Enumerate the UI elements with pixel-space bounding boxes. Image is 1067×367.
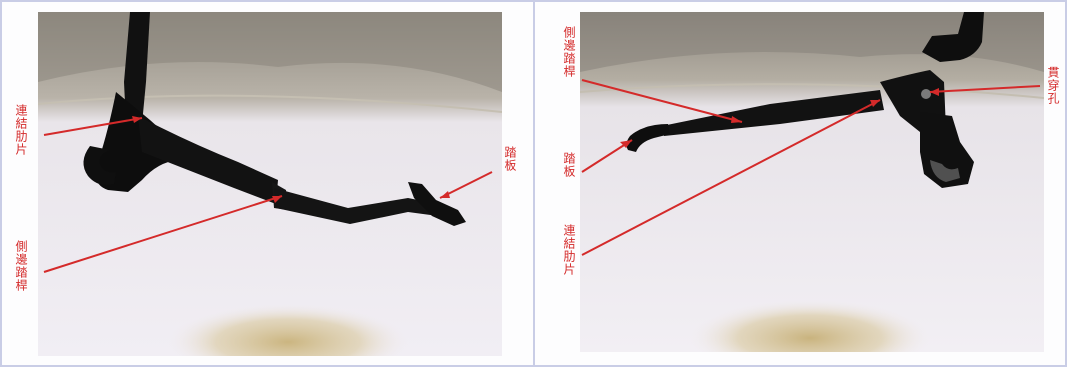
right-floor-shadow xyxy=(690,300,930,352)
label-left-side-rod: 側邊踏桿 xyxy=(14,240,28,292)
panel-divider xyxy=(533,0,535,367)
left-photo-scene xyxy=(38,12,502,356)
label-right-side-rod: 側邊踏桿 xyxy=(562,26,576,78)
right-photo-scene xyxy=(580,12,1044,352)
right-upright-post xyxy=(922,12,984,62)
label-right-pedal: 踏板 xyxy=(562,152,576,178)
right-chair-back xyxy=(580,12,1044,72)
right-hook-highlight xyxy=(930,160,960,182)
left-pedal-shape xyxy=(408,182,466,226)
left-photo xyxy=(38,12,502,356)
left-side-rod-shape xyxy=(274,188,438,224)
label-left-connecting-rib: 連結肋片 xyxy=(14,104,28,156)
left-hook xyxy=(83,146,116,185)
label-left-pedal: 踏板 xyxy=(503,146,517,172)
right-through-hole-shape xyxy=(921,89,931,99)
left-cushion-edge xyxy=(38,94,502,113)
label-right-through-hole: 貫穿孔 xyxy=(1046,66,1060,105)
right-photo xyxy=(580,12,1044,352)
left-floor-shadow xyxy=(168,304,408,356)
left-chair-back xyxy=(38,12,502,92)
left-upright-post xyxy=(124,12,150,124)
left-arm xyxy=(138,116,278,204)
label-right-connecting-rib: 連結肋片 xyxy=(562,224,576,276)
